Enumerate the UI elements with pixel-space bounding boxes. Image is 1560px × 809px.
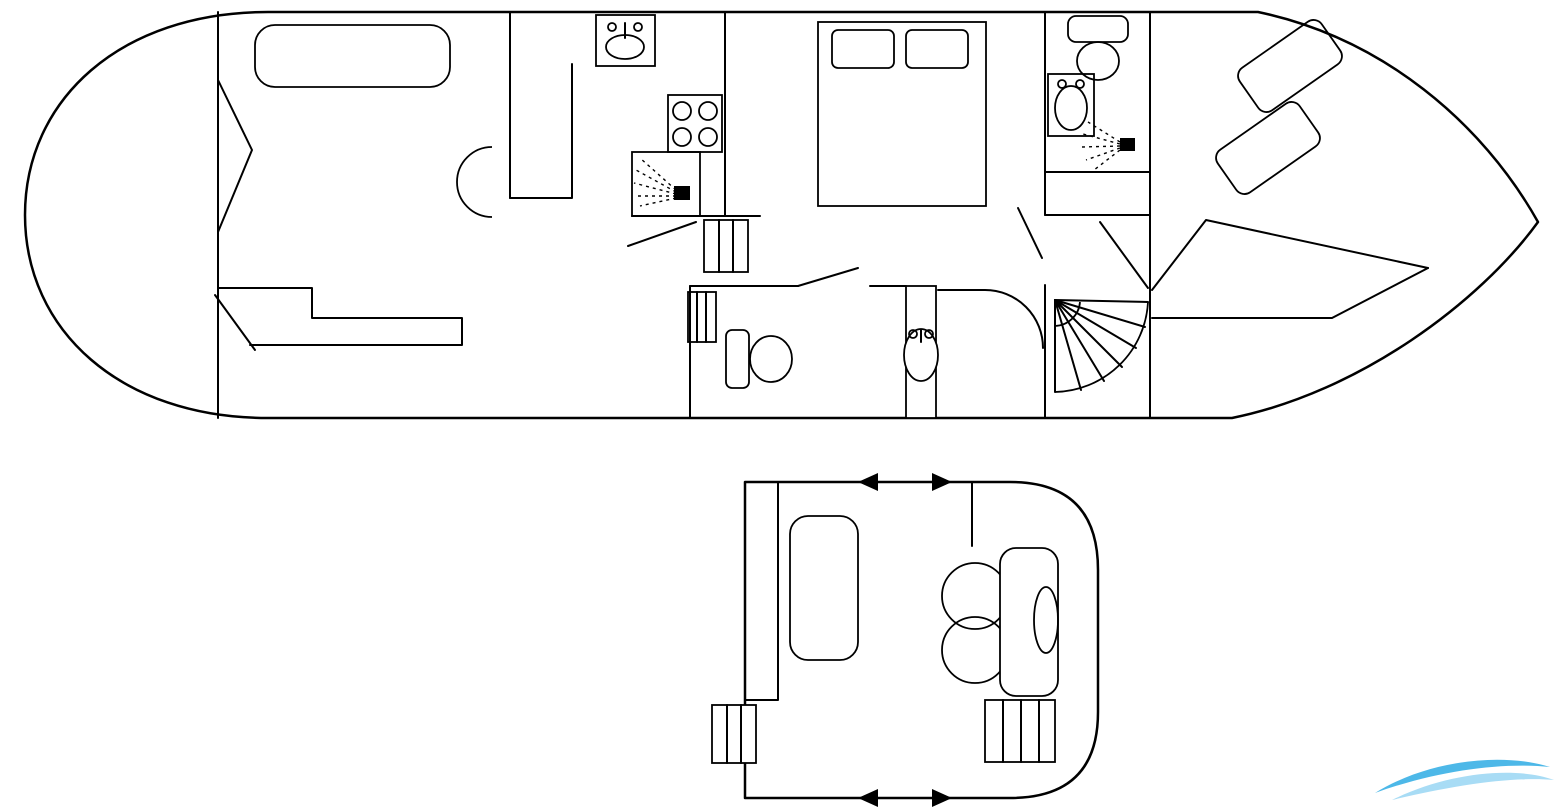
aft-deck-outline [743, 480, 1100, 800]
pillow-right [905, 29, 969, 69]
lower-cabin-steps [687, 291, 717, 343]
stove-icon [667, 94, 723, 153]
door-arc [456, 146, 493, 218]
hull-outline [23, 10, 1540, 420]
aft-bench-seat [789, 515, 859, 661]
helm-seat-console [941, 547, 1059, 697]
sliding-canopy-arrow-top [858, 473, 952, 491]
door-diagonal-bedroom [1017, 207, 1043, 259]
main-deck [23, 10, 1540, 420]
watermark-wave-logo [1375, 759, 1554, 800]
steering-console [999, 547, 1059, 697]
helm-seat-round-1 [941, 562, 1009, 630]
console-wheel [1033, 586, 1059, 654]
lower-washbasin-icon [903, 285, 939, 419]
door-diagonal-stairs [1099, 221, 1149, 289]
door-swings [214, 79, 1149, 351]
wave-light [1392, 772, 1554, 800]
toilet-head-icon [1067, 15, 1129, 81]
aft-berth-2 [1215, 101, 1321, 195]
galley-sink-icon [595, 14, 656, 67]
lower-toilet-icon [725, 329, 793, 389]
door-diagonal-left-2 [214, 294, 256, 351]
spiral-staircase [1054, 299, 1149, 393]
forward-berth [254, 24, 451, 88]
access-ladder-right [984, 699, 1056, 763]
saloon-bench [217, 287, 463, 346]
pillow-left [831, 29, 895, 69]
companionway-steps [703, 219, 749, 273]
washbasin-head-icon [1047, 73, 1095, 137]
shower-spray-galley-icon [631, 151, 701, 217]
interior-walls [217, 11, 1429, 419]
door-diagonal-lower-cabin [797, 267, 859, 287]
aft-deck [711, 473, 1100, 807]
aft-berth-1 [1237, 19, 1343, 113]
shower-spray-head-icon [1081, 121, 1135, 171]
wave-dark [1375, 759, 1550, 793]
door-diagonal-left-1 [217, 79, 253, 233]
access-ladder-left [711, 704, 757, 764]
aft-angled-berths [1215, 19, 1343, 195]
aft-partition-left [744, 481, 779, 701]
sliding-canopy-arrow-bottom [858, 789, 952, 807]
door-diagonal-galley [627, 221, 697, 247]
helm-seat-round-2 [941, 616, 1009, 684]
double-bed [817, 21, 987, 207]
